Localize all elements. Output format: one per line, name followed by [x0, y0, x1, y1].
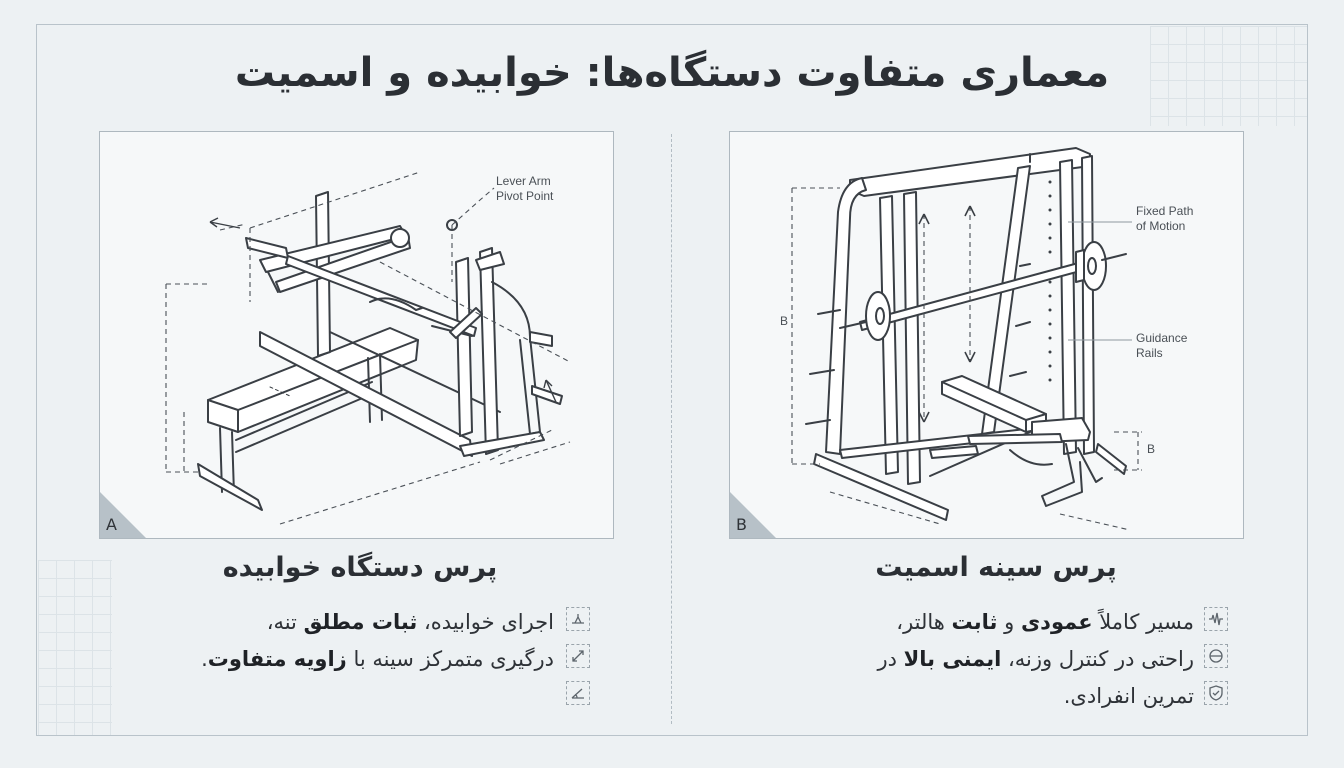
- left-subtitle: پرس دستگاه خوابیده: [222, 552, 498, 583]
- page-frame: [36, 24, 1308, 736]
- right-desc-line-1: مسیر کاملاً عمودی و ثابت هالتر،: [896, 610, 1194, 634]
- panel-a-lying-press: Lever Arm Pivot Point A: [99, 131, 614, 539]
- dimension-label-bench: B: [1147, 442, 1156, 456]
- right-description: مسیر کاملاً عمودی و ثابت هالتر، راحتی در…: [790, 604, 1194, 715]
- dimension-label-left: B: [780, 314, 789, 328]
- shield-check-icon: [1204, 681, 1228, 705]
- left-desc-line-2: درگیری متمرکز سینه با زاویه متفاوت.: [201, 647, 554, 671]
- right-icon-column: [1204, 607, 1230, 718]
- bench-line-icon: [566, 607, 590, 631]
- callout-guidance-rails: Guidance Rails: [1136, 331, 1188, 360]
- left-desc-line-1: اجرای خوابیده، ثبات مطلق تنه،: [266, 610, 554, 634]
- right-subtitle: پرس سینه اسمیت: [875, 552, 1117, 583]
- callout-lever-arm-pivot: Lever Arm Pivot Point: [496, 174, 554, 203]
- diagonal-arrow-icon: [566, 644, 590, 668]
- ring-bar-icon: [1204, 644, 1228, 668]
- smith-machine-drawing: [791, 147, 1142, 531]
- panel-a-letter: A: [106, 515, 117, 534]
- waveform-icon: [1204, 607, 1228, 631]
- panel-b-smith-machine: Fixed Path of Motion Guidance Rails B B …: [729, 131, 1244, 539]
- right-desc-line-2: راحتی در کنترل وزنه، ایمنی بالا در: [877, 647, 1194, 671]
- lying-press-machine-drawing: [165, 171, 571, 525]
- panel-b-letter: B: [736, 515, 747, 534]
- callout-fixed-path: Fixed Path of Motion: [1136, 204, 1194, 233]
- panel-a-corner-badge: [100, 492, 146, 538]
- background-grid-bottomleft: [38, 560, 112, 735]
- center-divider: [671, 134, 672, 724]
- panel-b-corner-badge: [730, 492, 776, 538]
- left-icon-column: [566, 607, 592, 718]
- left-description: اجرای خوابیده، ثبات مطلق تنه، درگیری متم…: [150, 604, 554, 678]
- angle-icon: [566, 681, 590, 705]
- right-desc-line-3: تمرین انفرادی.: [1063, 684, 1194, 708]
- page-title: معماری متفاوت دستگاه‌ها: خوابیده و اسمیت: [234, 50, 1110, 96]
- background-grid-topright: [1150, 26, 1308, 126]
